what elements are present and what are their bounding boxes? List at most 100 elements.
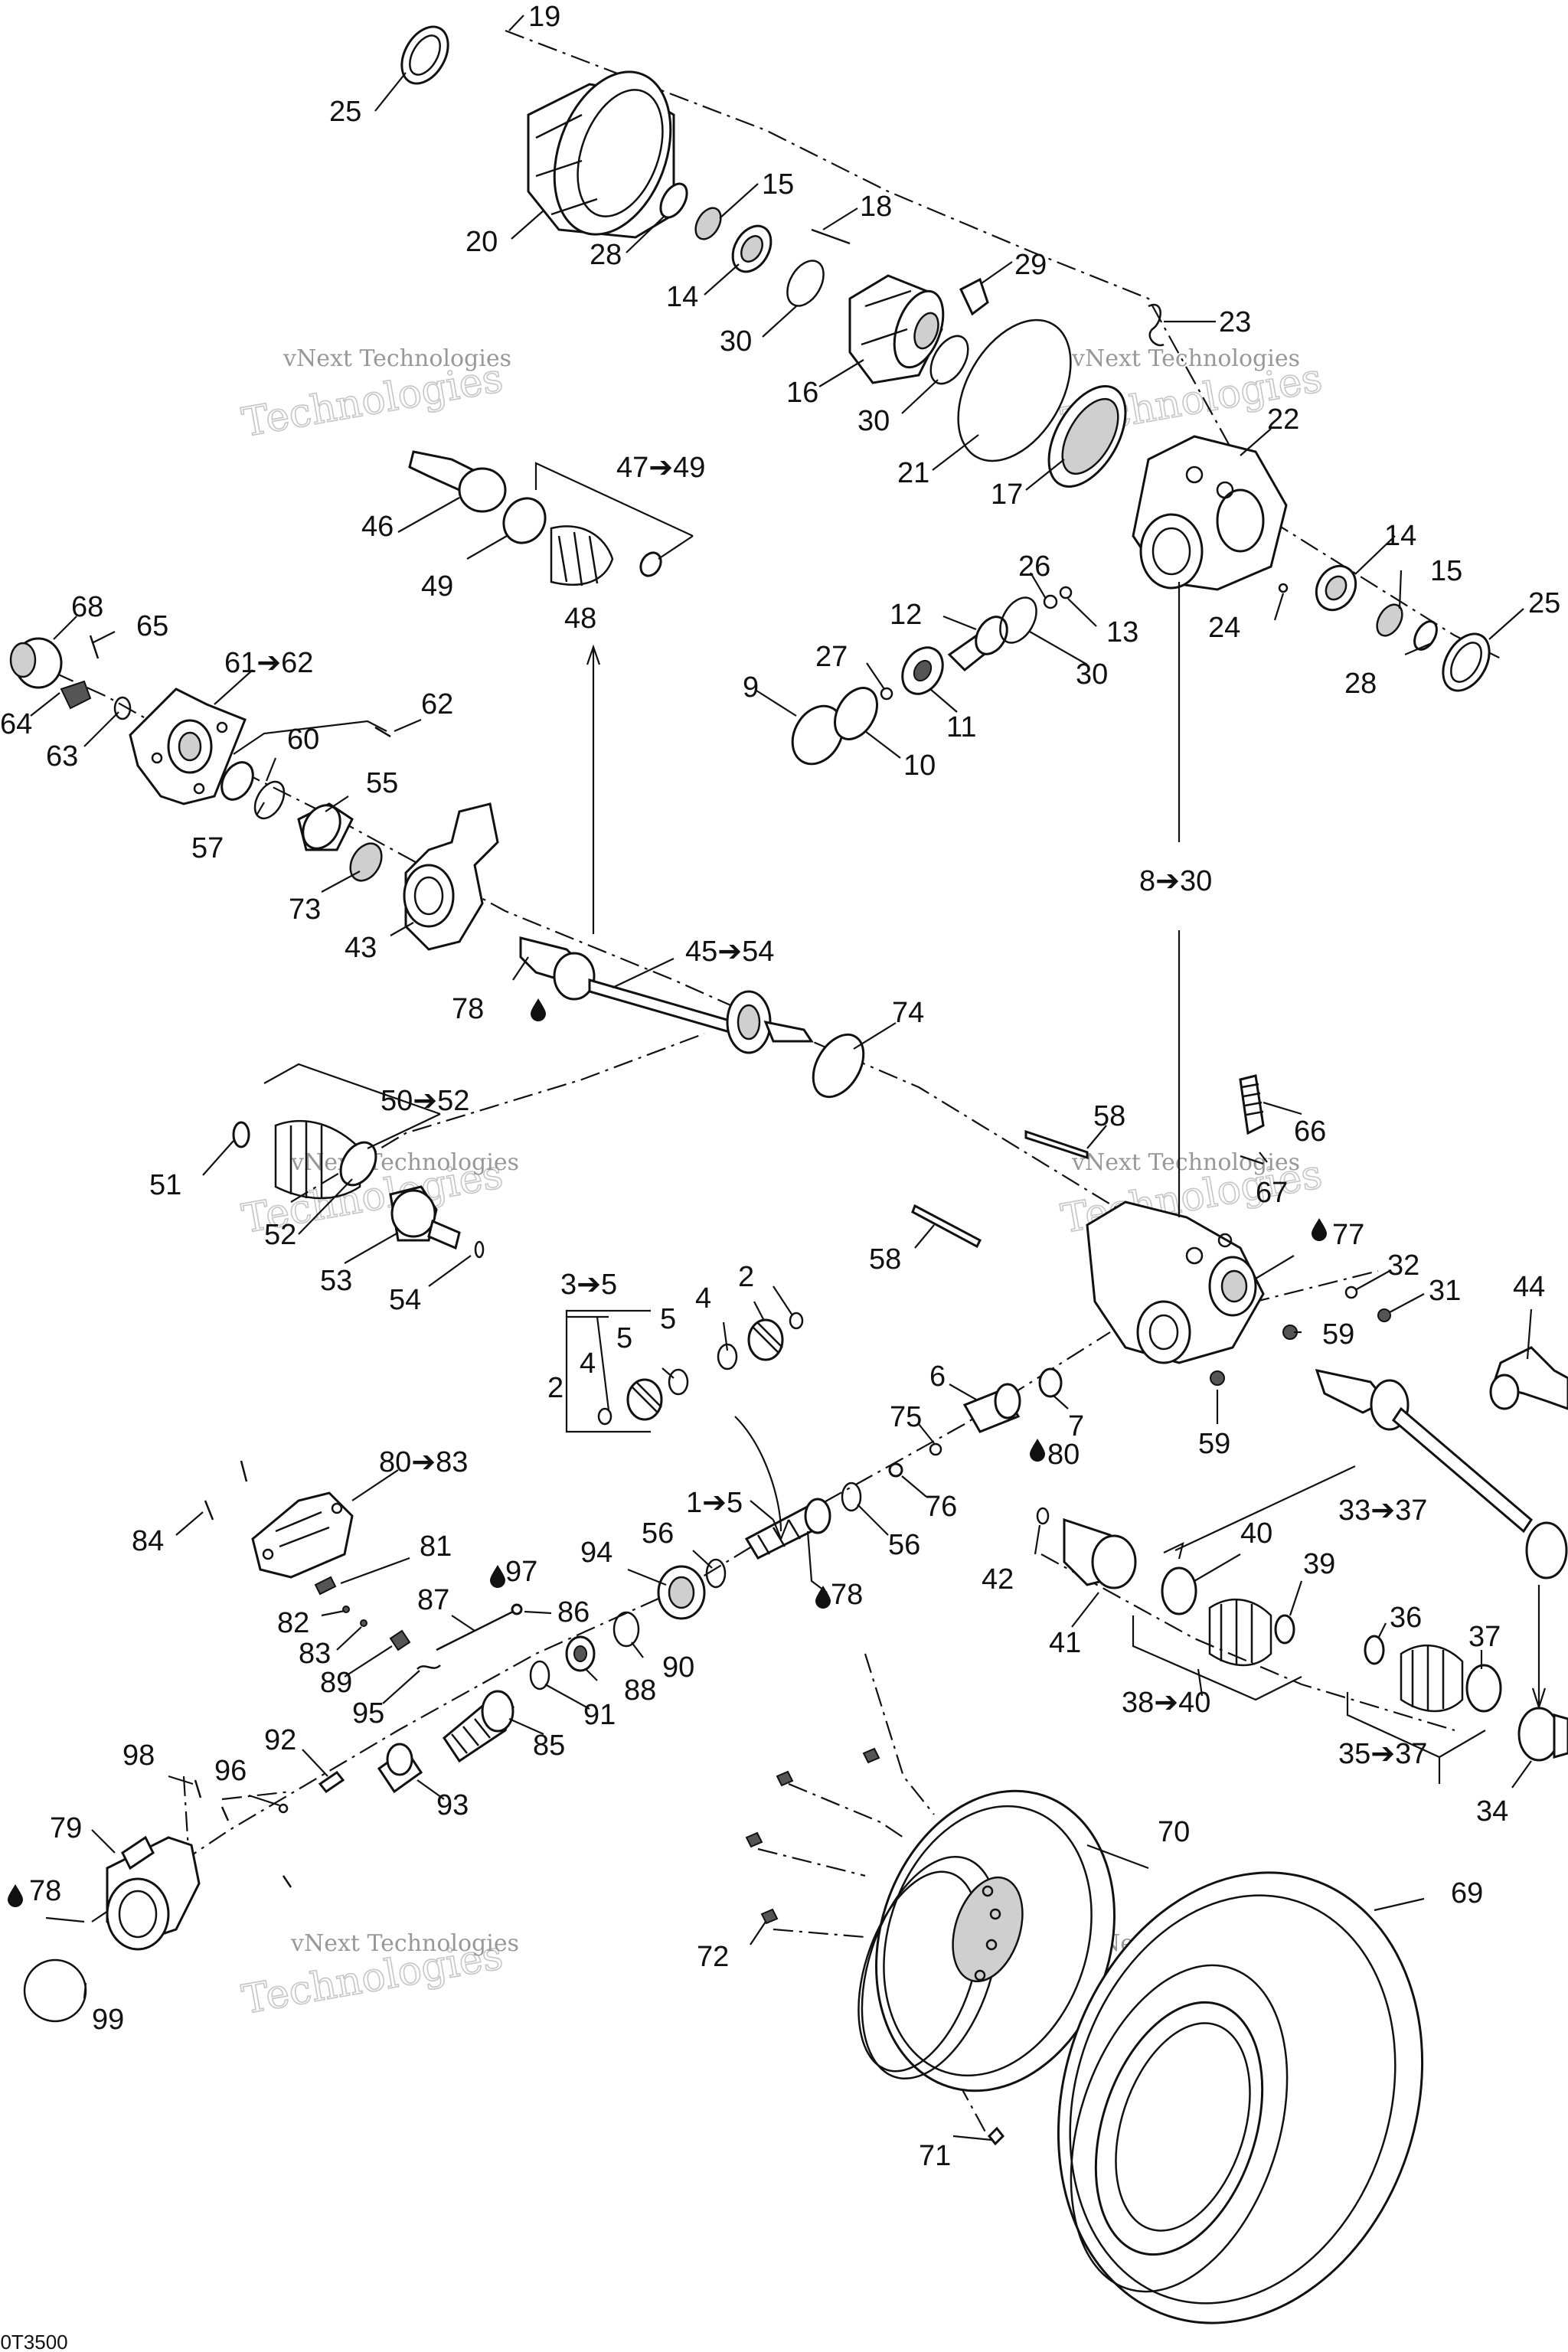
output-housing-79 [106,1835,201,1951]
callout-51: 51 [149,1169,181,1201]
cv-shaft-46 [408,450,507,513]
coupling-93 [377,1743,423,1794]
clamp-37 [1465,1664,1502,1713]
callout-2: 2 [547,1372,564,1404]
callout-72: 72 [697,1941,729,1973]
callout-69: 69 [1451,1877,1483,1909]
callout-32: 32 [1387,1250,1419,1282]
clip-29 [959,277,989,316]
callout-5: 5 [616,1322,632,1354]
callout-30: 30 [858,405,890,437]
callout-95: 95 [352,1697,384,1730]
callout-73: 73 [289,893,321,926]
shim-30-mid [929,335,969,385]
clamp-40 [1161,1566,1197,1615]
wheel-rim-70 [858,1789,1116,2092]
steering-knuckle-43 [403,802,499,951]
cv-joint-34 [1517,1707,1568,1762]
callout-46: 46 [361,511,394,543]
shaft-85 [443,1690,514,1763]
callout-31: 31 [1429,1275,1461,1307]
coupler-shaft-1 [744,1498,831,1560]
callout-3-5: 3➔5 [560,1269,617,1301]
callout-97: 97 [505,1556,537,1588]
clamp-49 [502,497,547,544]
callout-12: 12 [890,599,922,631]
callout-10: 10 [903,750,936,782]
callout-49: 49 [421,570,453,603]
callout-34: 34 [1476,1795,1508,1828]
callout-48: 48 [564,603,596,635]
callout-64: 64 [0,708,32,740]
seal-57 [220,761,254,801]
callout-16: 16 [786,377,818,409]
o-ring-21 [957,318,1072,462]
seal-9 [791,704,844,766]
callout-59: 59 [1198,1428,1230,1460]
callout-58: 58 [1093,1100,1125,1132]
callout-25: 25 [329,96,361,128]
callout-28: 28 [590,239,622,271]
callout-60: 60 [287,724,319,756]
callout-75: 75 [890,1401,922,1433]
callout-47-49: 47➔49 [616,452,705,484]
breather-66 [1239,1074,1265,1135]
callout-13: 13 [1106,616,1138,648]
oil-drop-icon [490,1565,505,1588]
callout-83: 83 [299,1638,331,1670]
bolt-24 [1278,583,1289,593]
watermark-text: vNext Technologies [290,1149,519,1176]
ring-2-left [597,1407,612,1426]
callout-37: 37 [1468,1621,1501,1653]
pin-86 [511,1603,523,1615]
drive-shaft-45 [519,936,814,1054]
bearing-73 [349,842,383,882]
callout-1-5: 1➔5 [686,1487,743,1519]
bolt-80-a [240,1460,248,1482]
bolt-84 [204,1500,214,1521]
oil-drop-icon [1312,1218,1327,1241]
callout-17: 17 [991,479,1023,511]
ring-2-right [789,1312,804,1330]
callout-56: 56 [642,1517,674,1550]
oil-drop-icons [8,998,1327,1907]
callout-29: 29 [1014,249,1047,281]
valve-71 [987,2126,1005,2146]
rear-diff-housing [1086,1200,1265,1364]
callout-15: 15 [762,168,794,201]
callout-18: 18 [860,191,892,223]
callout-77: 77 [1332,1219,1364,1251]
washer-26 [1043,594,1058,609]
callout-22: 22 [1267,403,1299,436]
lug-nut-72b [776,1770,794,1787]
o-ring-90 [612,1611,640,1648]
a-arm-44 [1489,1346,1568,1410]
washer-32 [1344,1285,1358,1299]
bolt-98b [220,1806,230,1821]
callout-67: 67 [1256,1177,1288,1209]
circlip-56-left [705,1558,727,1589]
cotter-pin-65 [89,635,100,659]
callout-23: 23 [1219,306,1251,338]
clip-27 [880,687,893,701]
callout-27: 27 [815,641,848,673]
ball-83 [360,1619,368,1627]
callout-4: 4 [695,1282,711,1315]
callout-93: 93 [436,1789,469,1821]
oil-drop-icon [815,1586,831,1609]
seal-28-right [1413,620,1438,651]
boot-48 [550,525,614,586]
bushing-76 [888,1462,903,1478]
callout-30: 30 [720,325,752,358]
shim-13 [1059,586,1073,599]
callout-90: 90 [662,1651,694,1684]
callout-43: 43 [345,932,377,964]
washer-75 [929,1442,942,1456]
ring-5-left [668,1368,689,1396]
callout-8-30: 8➔30 [1139,865,1212,897]
circlip-60 [253,780,286,820]
callout-68: 68 [71,591,103,623]
boot-35 [1400,1644,1464,1713]
bolt-58-lower [911,1204,982,1249]
